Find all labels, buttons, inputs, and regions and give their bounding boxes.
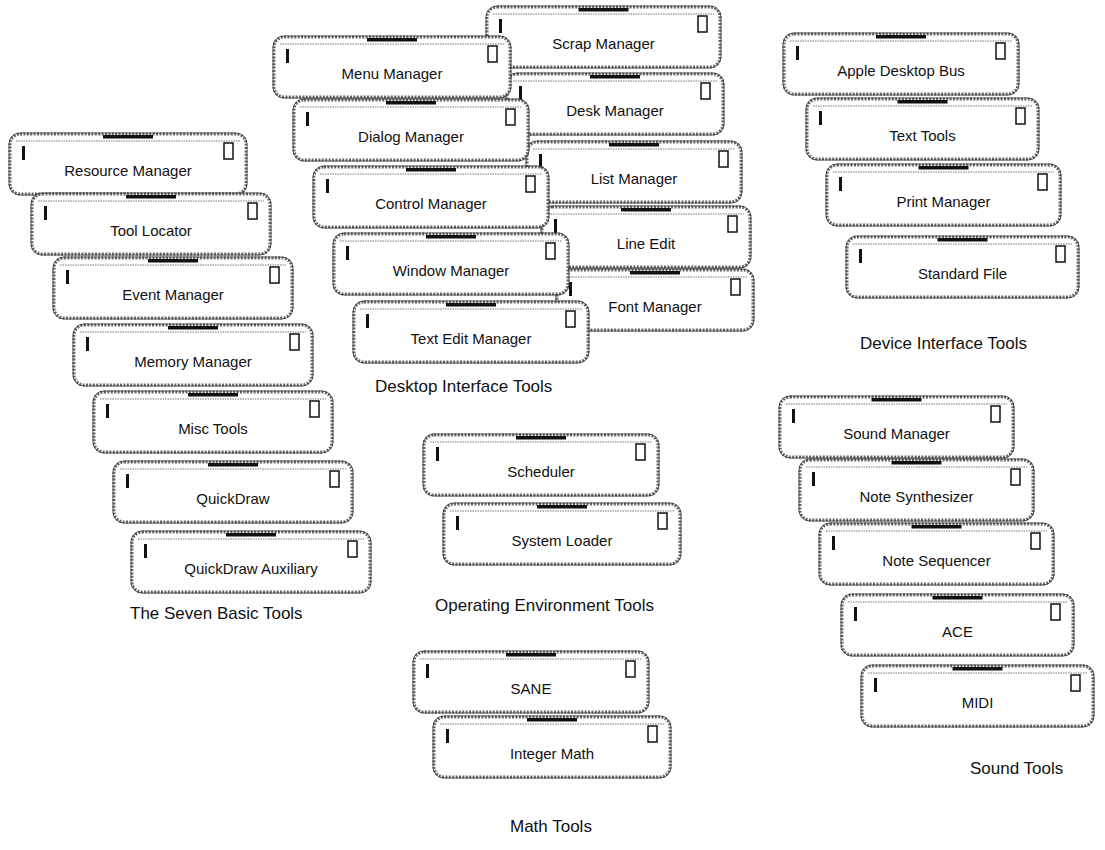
group-caption: Desktop Interface Tools	[375, 377, 552, 397]
tool-name: Menu Manager	[272, 65, 512, 83]
tool-window: Scheduler	[422, 433, 660, 497]
tool-window: Line Edit	[540, 205, 752, 269]
tool-name: Memory Manager	[72, 353, 314, 371]
tool-window: Standard File	[845, 235, 1080, 299]
tool-name: Desk Manager	[505, 102, 725, 120]
tool-name: System Loader	[442, 532, 682, 550]
group-caption: Operating Environment Tools	[435, 596, 654, 616]
tool-name: Text Edit Manager	[352, 330, 590, 348]
tool-window: Print Manager	[825, 163, 1062, 227]
tool-name: List Manager	[525, 170, 743, 188]
tool-name: Scrap Manager	[485, 35, 722, 53]
tool-window: ACE	[840, 593, 1075, 657]
tool-name: SANE	[412, 680, 650, 698]
group-caption: Sound Tools	[970, 759, 1063, 779]
tool-name: MIDI	[860, 694, 1095, 712]
tool-name: Misc Tools	[92, 420, 334, 438]
tool-name: Note Synthesizer	[798, 488, 1035, 506]
tool-window: Note Synthesizer	[798, 458, 1035, 522]
tool-window: Tool Locator	[30, 192, 272, 256]
tool-window: Resource Manager	[8, 132, 248, 196]
tool-name: ACE	[840, 623, 1075, 641]
group-caption: The Seven Basic Tools	[130, 604, 303, 624]
tool-name: QuickDraw Auxiliary	[130, 560, 372, 578]
tool-window: MIDI	[860, 664, 1095, 728]
tool-name: Event Manager	[52, 286, 294, 304]
tool-window: Window Manager	[332, 232, 570, 296]
tool-name: Sound Manager	[778, 425, 1015, 443]
tool-window: QuickDraw	[112, 460, 354, 524]
tool-window: Memory Manager	[72, 323, 314, 387]
tool-name: Integer Math	[432, 745, 672, 763]
tool-window: Control Manager	[312, 165, 550, 229]
tool-window: System Loader	[442, 502, 682, 566]
tool-window: Text Tools	[805, 97, 1040, 161]
tool-name: Apple Desktop Bus	[782, 62, 1020, 80]
tool-window: Dialog Manager	[292, 98, 530, 162]
tool-name: Dialog Manager	[292, 128, 530, 146]
tool-window: Apple Desktop Bus	[782, 32, 1020, 96]
group-caption: Math Tools	[510, 817, 592, 837]
tool-window: Desk Manager	[505, 72, 725, 136]
tool-window: Scrap Manager	[485, 5, 722, 69]
tool-name: QuickDraw	[112, 490, 354, 508]
tool-name: Standard File	[845, 265, 1080, 283]
tool-window: Menu Manager	[272, 35, 512, 99]
tool-window: Event Manager	[52, 256, 294, 320]
tool-name: Note Sequencer	[818, 552, 1055, 570]
tool-name: Scheduler	[422, 463, 660, 481]
tool-name: Resource Manager	[8, 162, 248, 180]
tool-name: Control Manager	[312, 195, 550, 213]
tool-window: Misc Tools	[92, 390, 334, 454]
tool-name: Line Edit	[540, 235, 752, 253]
tool-window: QuickDraw Auxiliary	[130, 530, 372, 594]
tool-window: Sound Manager	[778, 395, 1015, 459]
tool-name: Print Manager	[825, 193, 1062, 211]
tool-window: Note Sequencer	[818, 522, 1055, 586]
tool-name: Window Manager	[332, 262, 570, 280]
tool-window: Integer Math	[432, 715, 672, 779]
tool-window: SANE	[412, 650, 650, 714]
tool-name: Text Tools	[805, 127, 1040, 145]
tool-name: Tool Locator	[30, 222, 272, 240]
group-caption: Device Interface Tools	[860, 334, 1027, 354]
tool-window: List Manager	[525, 140, 743, 204]
tool-window: Text Edit Manager	[352, 300, 590, 364]
